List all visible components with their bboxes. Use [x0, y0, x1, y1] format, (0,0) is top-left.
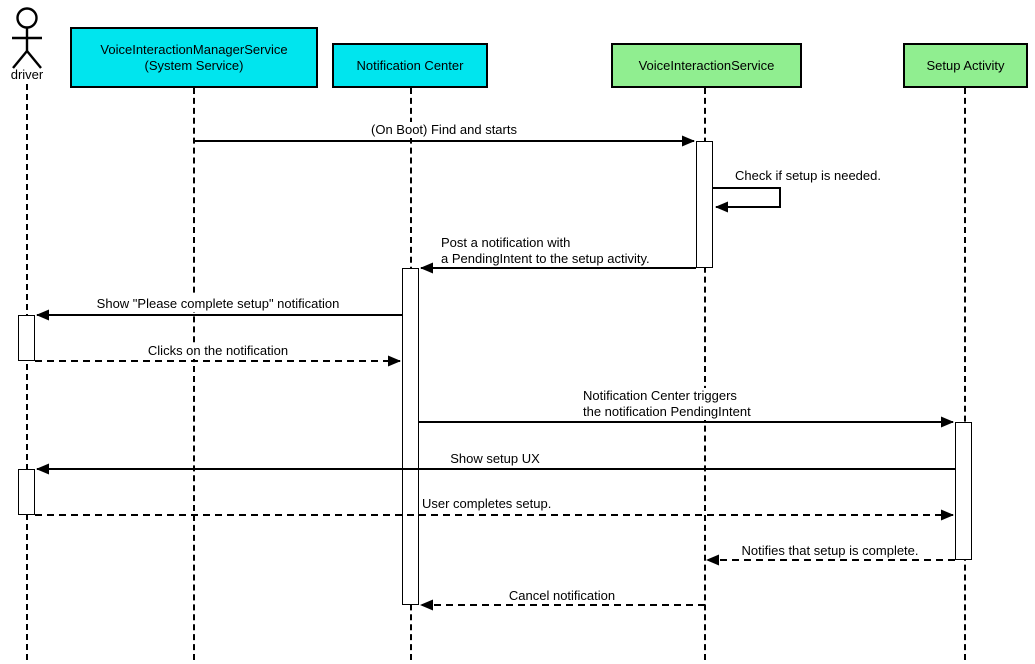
activation-driver-2 — [18, 469, 35, 515]
message-label-show-setup-ux: Show setup UX — [448, 451, 542, 467]
activation-setup-activity — [955, 422, 972, 560]
activation-notification-center — [402, 268, 419, 605]
actor-label: driver — [10, 67, 44, 82]
message-label-on-boot-find-and-starts: (On Boot) Find and starts — [369, 122, 519, 138]
participant-voice-interaction-service: VoiceInteractionService — [611, 43, 802, 88]
actor-icon — [12, 7, 42, 69]
participant-voice-interaction-manager-service: VoiceInteractionManagerService (System S… — [70, 27, 318, 88]
lifeline-setup-activity — [963, 88, 966, 660]
message-label-notification-center-triggers: Notification Center triggers the notific… — [581, 388, 753, 420]
message-label-clicks-on-the-notification: Clicks on the notification — [145, 343, 291, 359]
message-label-check-if-setup-is-needed: Check if setup is needed. — [733, 168, 883, 184]
message-label-notifies-setup-complete: Notifies that setup is complete. — [739, 543, 921, 559]
participant-notification-center: Notification Center — [332, 43, 488, 88]
participant-setup-activity: Setup Activity — [903, 43, 1028, 88]
lifeline-driver — [26, 84, 28, 660]
message-label-cancel-notification: Cancel notification — [506, 588, 618, 604]
message-label-post-a-notification: Post a notification with a PendingIntent… — [439, 235, 652, 267]
arrow-check-if-setup-is-needed — [713, 187, 781, 213]
lifeline-voice-interaction-manager-service — [192, 88, 195, 660]
message-label-user-completes-setup: User completes setup. — [420, 496, 554, 512]
activation-driver-1 — [18, 315, 35, 361]
activation-voice-interaction-service — [696, 141, 713, 268]
message-label-show-please-complete-setup: Show "Please complete setup" notificatio… — [94, 296, 342, 312]
lifeline-voice-interaction-service — [704, 88, 706, 660]
